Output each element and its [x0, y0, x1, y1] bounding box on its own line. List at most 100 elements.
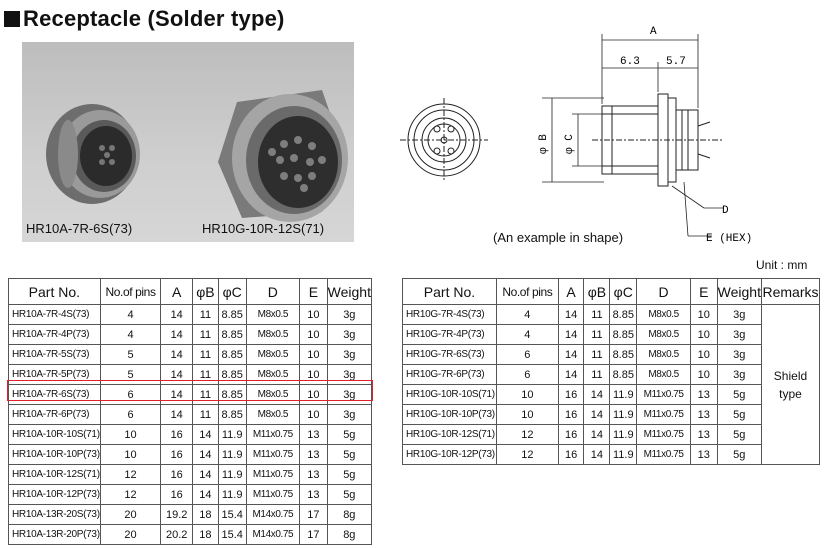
table-cell: 5g	[716, 424, 762, 445]
table-cell: 6	[99, 404, 162, 425]
table-cell: 14	[192, 444, 219, 465]
table-cell: HR10A-7R-4P(73)	[8, 324, 101, 345]
table-cell: 3g	[716, 344, 762, 365]
table-cell: 8g	[326, 524, 373, 545]
dimension-drawing: A 6.3 5.7 φ B φ C D E (HEX)	[400, 26, 752, 245]
table-cell: 13	[689, 384, 718, 405]
table-cell: 11.9	[217, 444, 247, 465]
label-e-hex: E (HEX)	[706, 233, 752, 245]
table-cell: 3g	[326, 404, 373, 425]
column-header: A	[160, 278, 194, 305]
table-cell: M8x0.5	[636, 364, 691, 385]
table-cell: 11.9	[217, 424, 247, 445]
column-header: No.of pins	[99, 278, 162, 305]
table-cell: 4	[99, 324, 162, 345]
table-cell: 10	[99, 444, 162, 465]
table-cell: 11	[192, 344, 219, 365]
table-cell: 8.85	[217, 304, 247, 325]
table-cell: 8.85	[217, 344, 247, 365]
table-cell: 19.2	[160, 504, 194, 525]
table-cell: HR10A-13R-20P(73)	[8, 524, 101, 545]
table-cell: HR10G-7R-6S(73)	[402, 344, 497, 365]
table-cell: 8.85	[217, 384, 247, 405]
column-header: A	[557, 278, 585, 305]
table-cell: HR10A-7R-5S(73)	[8, 344, 101, 365]
table-cell: 14	[192, 464, 219, 485]
column-header: Weight	[326, 278, 373, 305]
table-cell: 3g	[716, 364, 762, 385]
table-cell: 11.9	[609, 444, 638, 465]
table-cell: 11	[192, 404, 219, 425]
column-header: No.of pins	[495, 278, 559, 305]
table-cell: 13	[299, 464, 328, 485]
column-header: Remarks	[760, 278, 821, 305]
photo-caption-right: HR10G-10R-12S(71)	[202, 221, 325, 236]
label-d: D	[722, 205, 729, 217]
table-cell: 4	[495, 304, 559, 325]
table-cell: 12	[99, 464, 162, 485]
column-header: E	[689, 278, 718, 305]
table-cell: 8.85	[609, 304, 638, 325]
table-cell: HR10A-10R-10S(71)	[8, 424, 101, 445]
table-cell: M8x0.5	[636, 304, 691, 325]
table-cell: 16	[557, 424, 585, 445]
table-cell: HR10A-7R-6P(73)	[8, 404, 101, 425]
table-cell: M11x0.75	[636, 444, 691, 465]
table-cell: 11.9	[217, 464, 247, 485]
table-cell: 11	[583, 344, 611, 365]
unit-label: Unit : mm	[756, 258, 808, 272]
table-cell: 11	[192, 304, 219, 325]
column-header: D	[245, 278, 301, 305]
table-cell: M8x0.5	[245, 384, 301, 405]
table-cell: 14	[160, 404, 194, 425]
black-square-icon	[4, 11, 20, 27]
table-cell: 14	[583, 424, 611, 445]
table-cell: 10	[495, 384, 559, 405]
column-header: E	[299, 278, 328, 305]
column-header: D	[636, 278, 691, 305]
side-view	[592, 93, 722, 187]
table-cell: 8.85	[609, 324, 638, 345]
table-cell: 14	[192, 424, 219, 445]
table-cell: 14	[557, 324, 585, 345]
table-cell: 11.9	[217, 484, 247, 505]
table-cell: 16	[160, 464, 194, 485]
table-cell: 11.9	[609, 404, 638, 425]
photo-caption-left: HR10A-7R-6S(73)	[26, 221, 133, 236]
table-cell: M11x0.75	[636, 384, 691, 405]
table-cell: HR10A-10R-10P(73)	[8, 444, 101, 465]
table-cell: M8x0.5	[245, 324, 301, 345]
table-cell: 13	[689, 444, 718, 465]
table-cell: M11x0.75	[245, 484, 301, 505]
table-cell: 18	[192, 504, 219, 525]
table-cell: HR10G-7R-4P(73)	[402, 324, 497, 345]
table-cell: 11.9	[609, 384, 638, 405]
table-cell: 5g	[326, 464, 373, 485]
table-cell: HR10G-10R-12S(71)	[402, 424, 497, 445]
table-cell: 14	[160, 324, 194, 345]
table-cell: 3g	[326, 384, 373, 405]
table-cell: 6	[99, 384, 162, 405]
column-header: φB	[192, 278, 219, 305]
table-cell: M11x0.75	[245, 464, 301, 485]
front-view	[400, 98, 488, 182]
column-header: φC	[609, 278, 638, 305]
table-cell: 10	[689, 344, 718, 365]
table-cell: 15.4	[217, 504, 247, 525]
table-cell: M8x0.5	[636, 324, 691, 345]
dim-c-label: φ C	[564, 134, 576, 154]
page-title: Receptacle (Solder type)	[4, 6, 285, 32]
table-cell: 10	[495, 404, 559, 425]
table-cell: 3g	[326, 364, 373, 385]
table-cell: 6	[495, 344, 559, 365]
